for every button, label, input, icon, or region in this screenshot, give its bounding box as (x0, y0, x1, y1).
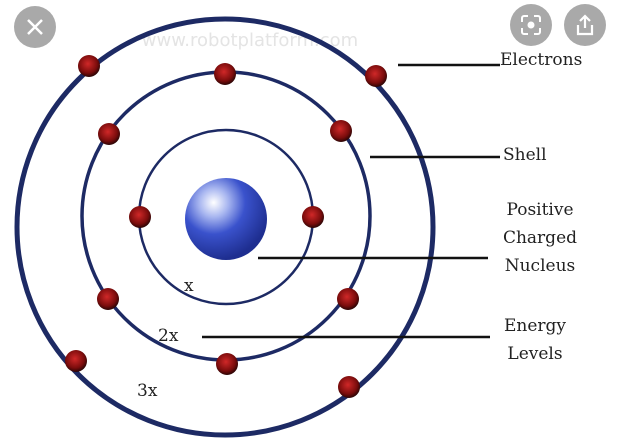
shell-label-middle: 2x (158, 326, 179, 346)
share-button[interactable] (564, 4, 606, 46)
outer-orbit (14, 16, 436, 438)
close-icon (27, 19, 43, 35)
electrons (65, 55, 387, 398)
close-button[interactable] (14, 6, 56, 48)
nucleus (185, 178, 267, 260)
label-shell: Shell (503, 145, 547, 165)
share-icon (576, 14, 594, 36)
shell-label-outer: 3x (137, 381, 158, 401)
label-electrons: Electrons (500, 50, 583, 70)
shell-label-inner: x (184, 276, 194, 296)
label-nucleus: Positive Charged Nucleus (502, 200, 578, 276)
lens-icon (521, 15, 541, 35)
label-energy-levels: Energy Levels (503, 316, 567, 364)
lens-button[interactable] (510, 4, 552, 46)
